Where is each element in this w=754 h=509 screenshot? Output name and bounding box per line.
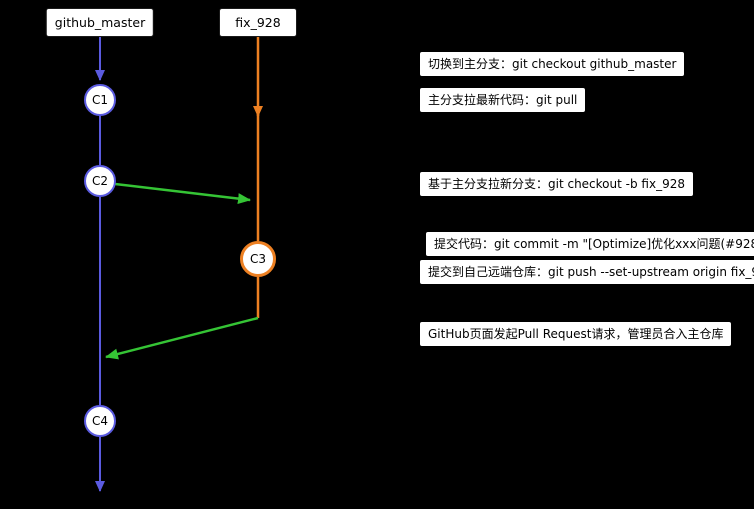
annotation-git-push: 提交到自己远端仓库：git push --set-upstream origin… [420, 260, 754, 284]
merge-arrow [105, 316, 259, 360]
annotation-create-branch: 基于主分支拉新分支：git checkout -b fix_928 [420, 172, 693, 196]
commit-node-c4: C4 [84, 405, 116, 437]
commit-node-c3: C3 [240, 241, 276, 277]
annotation-pull-request: GitHub页面发起Pull Request请求，管理员合入主仓库 [420, 322, 732, 346]
annotation-git-commit: 提交代码：git commit -m "[Optimize]优化xxx问题(#9… [426, 232, 754, 256]
annotation-checkout-master: 切换到主分支：git checkout github_master [420, 52, 685, 76]
annotation-git-pull: 主分支拉最新代码：git pull [420, 88, 586, 112]
branch-label-github-master: github_master [45, 8, 155, 37]
commit-node-c2: C2 [84, 165, 116, 197]
branch-off-arrow [114, 182, 251, 205]
branch-label-fix-928: fix_928 [219, 8, 297, 37]
commit-node-c1: C1 [84, 84, 116, 116]
